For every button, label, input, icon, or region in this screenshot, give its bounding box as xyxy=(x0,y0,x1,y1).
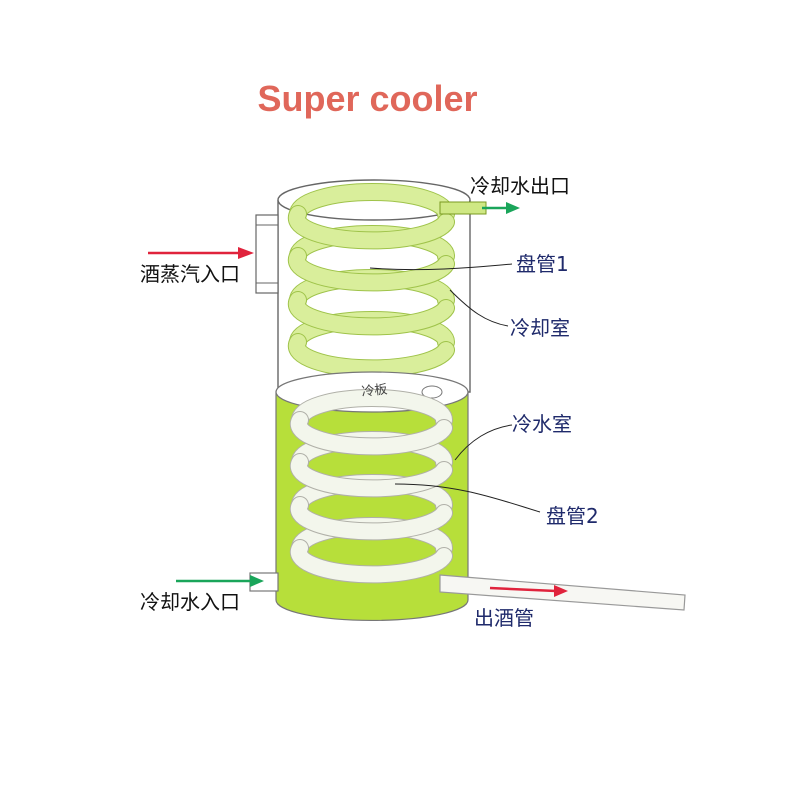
coil-turn-front xyxy=(290,412,452,455)
coil-turn-front xyxy=(290,454,452,497)
label-coil-1: 盘管1 xyxy=(516,252,569,276)
arrow-coolant-in xyxy=(176,575,264,587)
arrow-vapor-in xyxy=(148,247,254,259)
coil-turn-back xyxy=(292,390,452,428)
cold-plate-hole xyxy=(421,385,443,399)
label-coolant-inlet: 冷却水入口 xyxy=(140,590,240,614)
label-coil-2: 盘管2 xyxy=(546,504,599,528)
coolant-outlet-pipe xyxy=(439,201,487,215)
coil-2 xyxy=(289,389,453,584)
coil-turn-front xyxy=(288,292,454,335)
diagram-title: Super cooler xyxy=(257,78,478,119)
leader-coil-1 xyxy=(369,263,513,271)
cold-plate-label: 冷板 xyxy=(361,382,388,400)
label-cooling-chamber: 冷却室 xyxy=(510,316,570,340)
leader-cold-water xyxy=(454,424,513,461)
coil-turn-front xyxy=(290,497,452,540)
label-coolant-outlet: 冷却水出口 xyxy=(470,174,570,198)
leader-coil-2 xyxy=(394,483,541,513)
coil-turn-front xyxy=(288,334,454,377)
label-liquor-outlet-pipe: 出酒管 xyxy=(474,606,534,630)
arrow-liquor-out xyxy=(489,585,568,597)
label-cold-water-chamber: 冷水室 xyxy=(512,412,572,436)
coil-turn-front xyxy=(288,206,454,249)
coil-turn-back xyxy=(290,184,454,222)
coil-1 xyxy=(287,183,455,378)
arrow-coolant-out xyxy=(482,202,520,214)
coil-turn-front xyxy=(288,248,454,291)
leader-cooling-chamber xyxy=(449,289,509,327)
label-vapor-inlet: 酒蒸汽入口 xyxy=(140,262,240,286)
coil-turn-front xyxy=(290,540,452,583)
vapor-inlet-flange xyxy=(255,214,279,294)
